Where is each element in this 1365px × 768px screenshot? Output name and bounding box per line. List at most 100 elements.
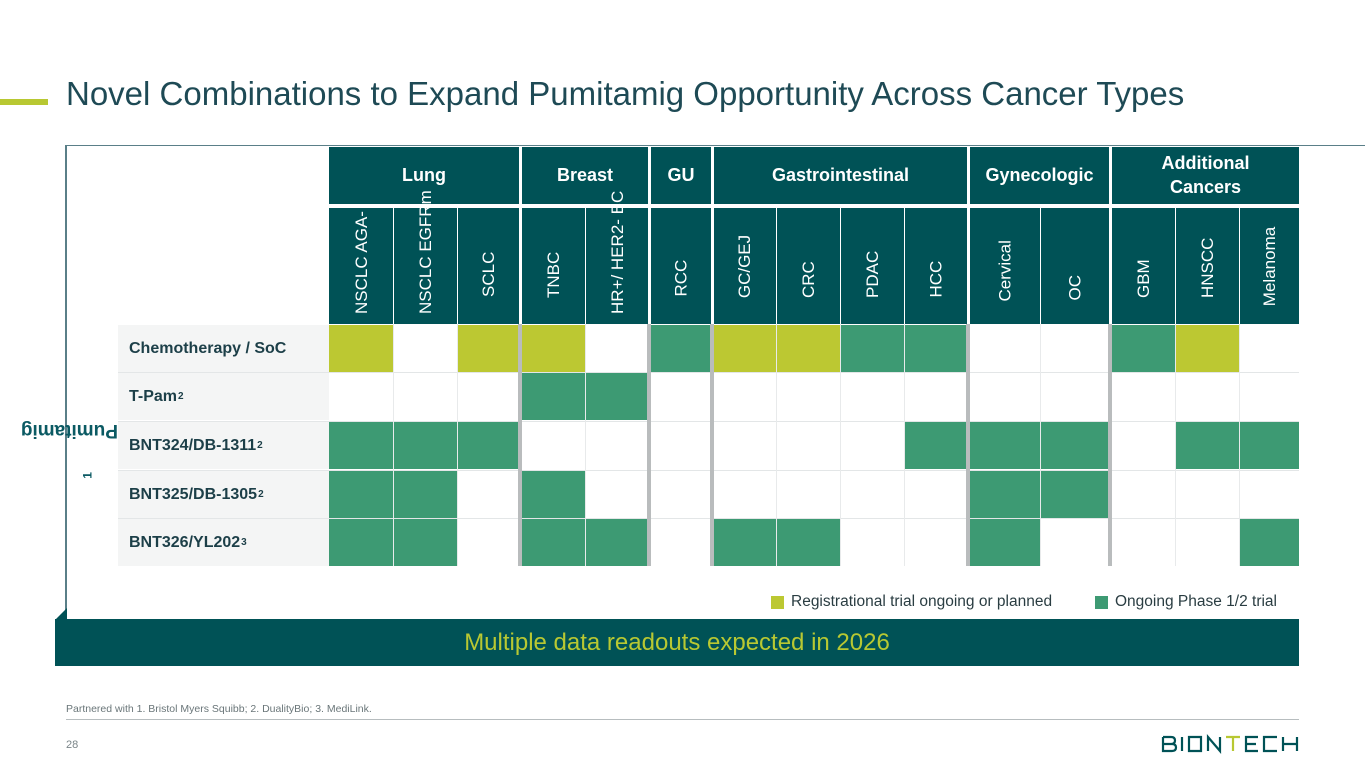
matrix-cell bbox=[970, 422, 1040, 469]
matrix-cell bbox=[1112, 471, 1175, 518]
matrix-cell bbox=[841, 373, 904, 420]
matrix-cell bbox=[1240, 471, 1299, 518]
matrix-cell bbox=[1112, 519, 1175, 566]
matrix-cell bbox=[841, 325, 904, 372]
subtype-header: GBM bbox=[1112, 208, 1175, 324]
subtype-label: GBM bbox=[1134, 258, 1153, 298]
subtype-header: CRC bbox=[777, 208, 840, 324]
matrix-cell bbox=[522, 519, 585, 566]
legend-swatch-registrational bbox=[771, 595, 784, 609]
matrix-cell bbox=[777, 471, 840, 518]
group-separator bbox=[710, 324, 714, 566]
row-label-text: Chemotherapy / SoC bbox=[129, 339, 287, 357]
biontech-logo bbox=[1161, 734, 1299, 754]
grid-column-divider bbox=[1175, 324, 1176, 566]
subtype-header: GC/GEJ bbox=[714, 208, 776, 324]
title-accent-bar bbox=[0, 99, 48, 105]
matrix-cell bbox=[777, 373, 840, 420]
row-label-text: BNT324/DB-1311 bbox=[129, 436, 257, 454]
matrix-cell bbox=[1240, 422, 1299, 469]
matrix-cell bbox=[1176, 422, 1239, 469]
grid-column-divider bbox=[393, 324, 394, 566]
legend-phase12: Ongoing Phase 1/2 trial bbox=[1095, 593, 1277, 611]
side-label-sup: 1 bbox=[80, 471, 95, 479]
group-header-lung: Lung bbox=[329, 147, 519, 204]
matrix-cell bbox=[522, 471, 585, 518]
row-label-sup: 3 bbox=[241, 537, 247, 548]
subtype-label: HNSCC bbox=[1198, 237, 1217, 298]
matrix-cell bbox=[329, 373, 393, 420]
matrix-cell bbox=[905, 519, 967, 566]
matrix-cell bbox=[970, 373, 1040, 420]
readout-banner: Multiple data readouts expected in 2026 bbox=[55, 619, 1299, 666]
row-label-text: BNT326/YL202 bbox=[129, 533, 241, 551]
matrix-cell bbox=[1112, 373, 1175, 420]
group-header-additional-label: Additional Cancers bbox=[1161, 153, 1250, 197]
grid-column-divider bbox=[840, 324, 841, 566]
matrix-cell bbox=[651, 373, 711, 420]
matrix-cell bbox=[777, 325, 840, 372]
grid-column-divider bbox=[1040, 324, 1041, 566]
subtype-header: Melanoma bbox=[1240, 208, 1299, 324]
grid-row-divider bbox=[118, 372, 1299, 373]
subtype-label: GC/GEJ bbox=[735, 234, 755, 298]
matrix-cell bbox=[714, 471, 776, 518]
row-label-chemotherapy: Chemotherapy / SoC bbox=[118, 325, 329, 372]
group-header-gastrointestinal: Gastrointestinal bbox=[714, 147, 967, 204]
subtype-label: CRC bbox=[799, 260, 818, 298]
matrix-cell bbox=[1112, 422, 1175, 469]
matrix-cell bbox=[651, 471, 711, 518]
matrix-cell bbox=[1240, 519, 1299, 566]
subtype-label: HR+/ HER2- BC bbox=[607, 190, 627, 314]
matrix-cell bbox=[1041, 325, 1109, 372]
grid-row-divider bbox=[118, 518, 1299, 519]
group-header-gynecologic: Gynecologic bbox=[970, 147, 1109, 204]
matrix-cell bbox=[458, 471, 519, 518]
grid-column-divider bbox=[904, 324, 905, 566]
row-label-text: BNT325/DB-1305 bbox=[129, 485, 258, 503]
matrix-cell bbox=[329, 325, 393, 372]
matrix-cell bbox=[586, 519, 648, 566]
matrix-cell bbox=[522, 325, 585, 372]
subtype-label: SCLC bbox=[479, 251, 498, 297]
matrix-cell bbox=[841, 422, 904, 469]
matrix-cell bbox=[1041, 373, 1109, 420]
matrix-cell bbox=[1176, 325, 1239, 372]
subtype-header: NSCLC AGA- bbox=[329, 208, 393, 324]
subtype-header: HCC bbox=[905, 208, 967, 324]
subtype-label: PDAC bbox=[863, 250, 882, 298]
matrix-cell bbox=[651, 325, 711, 372]
subtype-header: RCC bbox=[651, 208, 711, 324]
matrix-cell bbox=[458, 325, 519, 372]
matrix-cell bbox=[841, 471, 904, 518]
subtype-header: HNSCC bbox=[1176, 208, 1239, 324]
subtype-header: NSCLC EGFRm bbox=[394, 189, 457, 324]
group-header-gu: GU bbox=[651, 147, 711, 204]
matrix-cell bbox=[1176, 373, 1239, 420]
frame-notch bbox=[55, 608, 67, 620]
group-separator bbox=[518, 324, 522, 566]
grid-column-divider bbox=[1239, 324, 1240, 566]
matrix-cell bbox=[522, 373, 585, 420]
grid-row-divider bbox=[118, 421, 1299, 422]
footnote: Partnered with 1. Bristol Myers Squibb; … bbox=[66, 703, 372, 715]
matrix-cell bbox=[458, 373, 519, 420]
matrix-cell bbox=[329, 471, 393, 518]
matrix-cell bbox=[1176, 519, 1239, 566]
matrix-cell bbox=[522, 422, 585, 469]
matrix-cell bbox=[458, 422, 519, 469]
subtype-label: Cervical bbox=[995, 239, 1015, 301]
page-title: Novel Combinations to Expand Pumitamig O… bbox=[66, 75, 1185, 112]
subtype-label: NSCLC EGFRm bbox=[416, 189, 435, 314]
matrix-cell bbox=[586, 422, 648, 469]
group-header-breast: Breast bbox=[522, 147, 648, 204]
subtype-header: PDAC bbox=[841, 208, 904, 324]
matrix-cell bbox=[394, 471, 457, 518]
matrix-cell bbox=[777, 519, 840, 566]
subtype-label: HCC bbox=[926, 260, 946, 297]
subtype-header: HR+/ HER2- BC bbox=[586, 190, 648, 324]
subtype-header: SCLC bbox=[458, 208, 519, 324]
matrix-cell bbox=[714, 422, 776, 469]
